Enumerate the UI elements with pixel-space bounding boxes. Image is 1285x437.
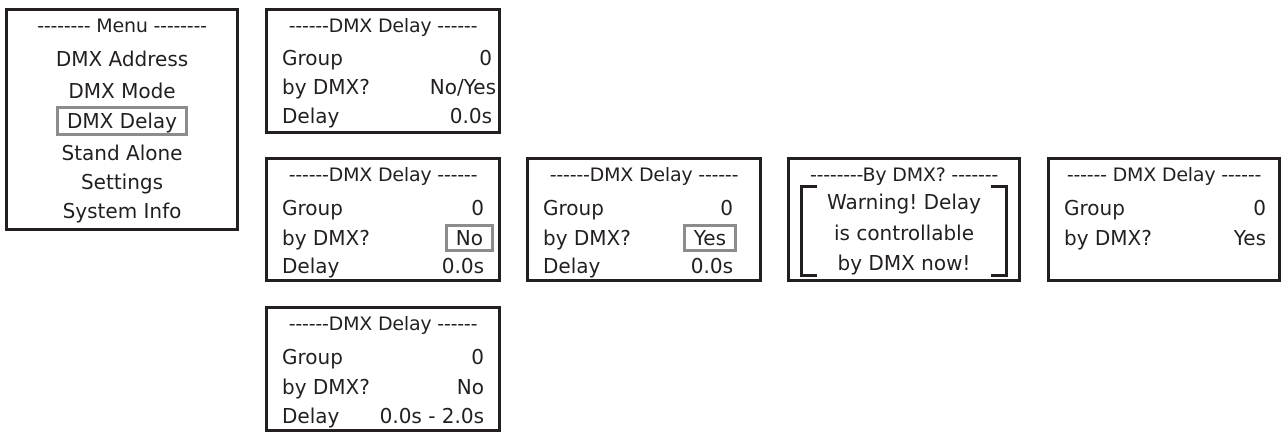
screen-header: ------ DMX Delay ------ bbox=[1066, 164, 1262, 186]
by-dmx-row: by DMX?Yes bbox=[1064, 226, 1266, 250]
screen-header: ------DMX Delay ------ bbox=[288, 164, 478, 186]
menu-item-dmx-address[interactable]: DMX Address bbox=[55, 47, 189, 71]
screen-header: ------DMX Delay ------ bbox=[288, 313, 478, 335]
warning-line-2: is controllable bbox=[833, 221, 975, 245]
warning-line-3: by DMX now! bbox=[837, 251, 971, 275]
left-bracket bbox=[800, 185, 817, 277]
menu-item-dmx-delay[interactable]: DMX Delay bbox=[8, 106, 236, 136]
menu-item-dmx-mode[interactable]: DMX Mode bbox=[68, 79, 176, 103]
screen-header: --------By DMX? ------- bbox=[809, 164, 999, 186]
screen-header: ------DMX Delay ------ bbox=[288, 15, 478, 37]
right-bracket bbox=[991, 185, 1008, 277]
menu-header: -------- Menu -------- bbox=[37, 15, 207, 37]
menu-item-system-info[interactable]: System Info bbox=[62, 199, 182, 223]
by-dmx-row: by DMX?No bbox=[282, 224, 494, 252]
by-dmx-warning-screen: --------By DMX? ------- Warning! Delay i… bbox=[787, 157, 1021, 282]
by-dmx-row: by DMX?No/Yes bbox=[282, 75, 496, 99]
by-dmx-row: by DMX?Yes bbox=[543, 224, 737, 252]
menu-item-stand-alone[interactable]: Stand Alone bbox=[61, 141, 183, 165]
menu-screen: -------- Menu -------- DMX Address DMX M… bbox=[5, 8, 239, 231]
menu-selection-highlight: DMX Delay bbox=[55, 106, 189, 136]
menu-item-settings[interactable]: Settings bbox=[80, 170, 164, 194]
by-dmx-value-highlight[interactable]: No bbox=[444, 224, 494, 252]
by-dmx-value-highlight[interactable]: Yes bbox=[682, 224, 737, 252]
warning-line-1: Warning! Delay bbox=[827, 190, 981, 214]
screen-header: ------DMX Delay ------ bbox=[549, 164, 739, 186]
by-dmx-row: by DMX?No bbox=[282, 375, 484, 399]
